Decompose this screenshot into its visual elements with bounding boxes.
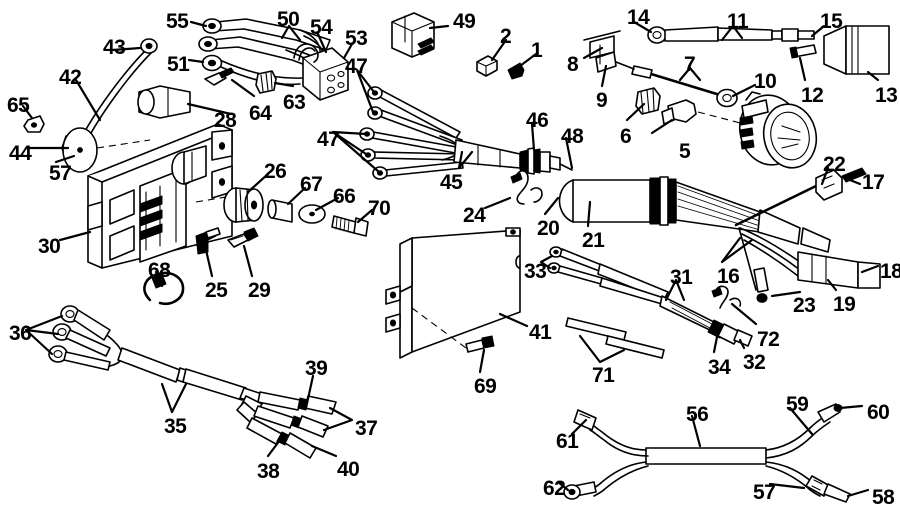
callout-54: 54 [310, 16, 333, 39]
group-cable-45 [359, 86, 573, 180]
callout-53: 53 [345, 27, 368, 50]
callout-30: 30 [38, 235, 61, 258]
callout-34: 34 [708, 356, 731, 379]
callout-47-upper: 47 [345, 55, 368, 78]
callout-6: 6 [620, 125, 632, 148]
group-gauge-and-bulb [635, 87, 818, 169]
group-relay-49 [391, 12, 435, 58]
callout-35: 35 [164, 415, 187, 438]
callout-25: 25 [205, 279, 228, 302]
callout-8: 8 [567, 53, 579, 76]
callout-28: 28 [214, 109, 237, 132]
callout-58: 58 [872, 486, 895, 505]
group-cover-plate [385, 227, 753, 359]
callout-56: 56 [686, 403, 709, 426]
callout-72: 72 [757, 328, 780, 351]
callout-43: 43 [103, 36, 126, 59]
callout-70: 70 [368, 197, 391, 220]
callout-2: 2 [500, 25, 512, 48]
callout-68: 68 [148, 259, 171, 282]
group-terminal-block [23, 38, 259, 306]
callout-40: 40 [337, 458, 360, 481]
callout-69: 69 [474, 375, 497, 398]
group-fasteners-1-2 [476, 55, 525, 80]
callout-67: 67 [300, 173, 323, 196]
callout-39: 39 [305, 357, 328, 380]
callout-15: 15 [820, 10, 843, 33]
callout-9: 9 [596, 89, 608, 112]
callout-63: 63 [283, 91, 306, 114]
callout-46: 46 [526, 109, 549, 132]
group-lower-left-harness [48, 305, 337, 459]
group-connector-harness-top [198, 18, 349, 101]
callout-16: 16 [717, 265, 740, 288]
callout-51: 51 [167, 53, 190, 76]
callout-60: 60 [867, 401, 890, 424]
callout-19: 19 [833, 293, 856, 316]
callout-44: 44 [9, 142, 32, 165]
callout-64: 64 [249, 102, 272, 125]
callout-13: 13 [875, 84, 898, 107]
group-battery-cable-harness [563, 403, 851, 503]
callout-57-right: 57 [753, 481, 776, 504]
callout-65: 65 [7, 94, 30, 117]
callout-47-lower: 47 [317, 128, 340, 151]
callout-18: 18 [880, 260, 900, 283]
callout-49: 49 [453, 10, 476, 33]
leader-lines [21, 20, 880, 498]
callout-57-left: 57 [49, 162, 72, 185]
callout-26: 26 [264, 160, 287, 183]
callout-31: 31 [670, 266, 693, 289]
callout-41: 41 [529, 321, 552, 344]
callout-37: 37 [355, 417, 378, 440]
callout-29: 29 [248, 279, 271, 302]
callout-59: 59 [786, 393, 809, 416]
callout-21: 21 [582, 229, 605, 252]
callout-20: 20 [537, 217, 560, 240]
callout-12: 12 [801, 84, 824, 107]
group-hardware-row [223, 187, 369, 237]
callout-17: 17 [862, 171, 885, 194]
callout-50: 50 [277, 8, 300, 31]
callout-23: 23 [793, 294, 816, 317]
callout-55: 55 [166, 10, 189, 33]
callout-66: 66 [333, 185, 356, 208]
callout-1: 1 [531, 39, 543, 62]
callout-22: 22 [823, 153, 846, 176]
callout-71: 71 [592, 364, 615, 387]
callout-24: 24 [463, 204, 486, 227]
callout-45: 45 [440, 171, 463, 194]
callout-10: 10 [754, 70, 777, 93]
callout-14: 14 [627, 6, 650, 29]
callout-11: 11 [727, 10, 749, 33]
callout-36: 36 [9, 322, 32, 345]
callout-62: 62 [543, 477, 566, 500]
callout-38: 38 [257, 460, 280, 483]
group-main-trunk-cable [510, 167, 881, 303]
callout-32: 32 [743, 351, 766, 374]
callout-7: 7 [684, 53, 696, 76]
callout-5: 5 [679, 140, 691, 163]
callout-42: 42 [59, 66, 82, 89]
callout-61: 61 [556, 430, 579, 453]
callout-33: 33 [524, 260, 547, 283]
callout-48: 48 [561, 125, 584, 148]
